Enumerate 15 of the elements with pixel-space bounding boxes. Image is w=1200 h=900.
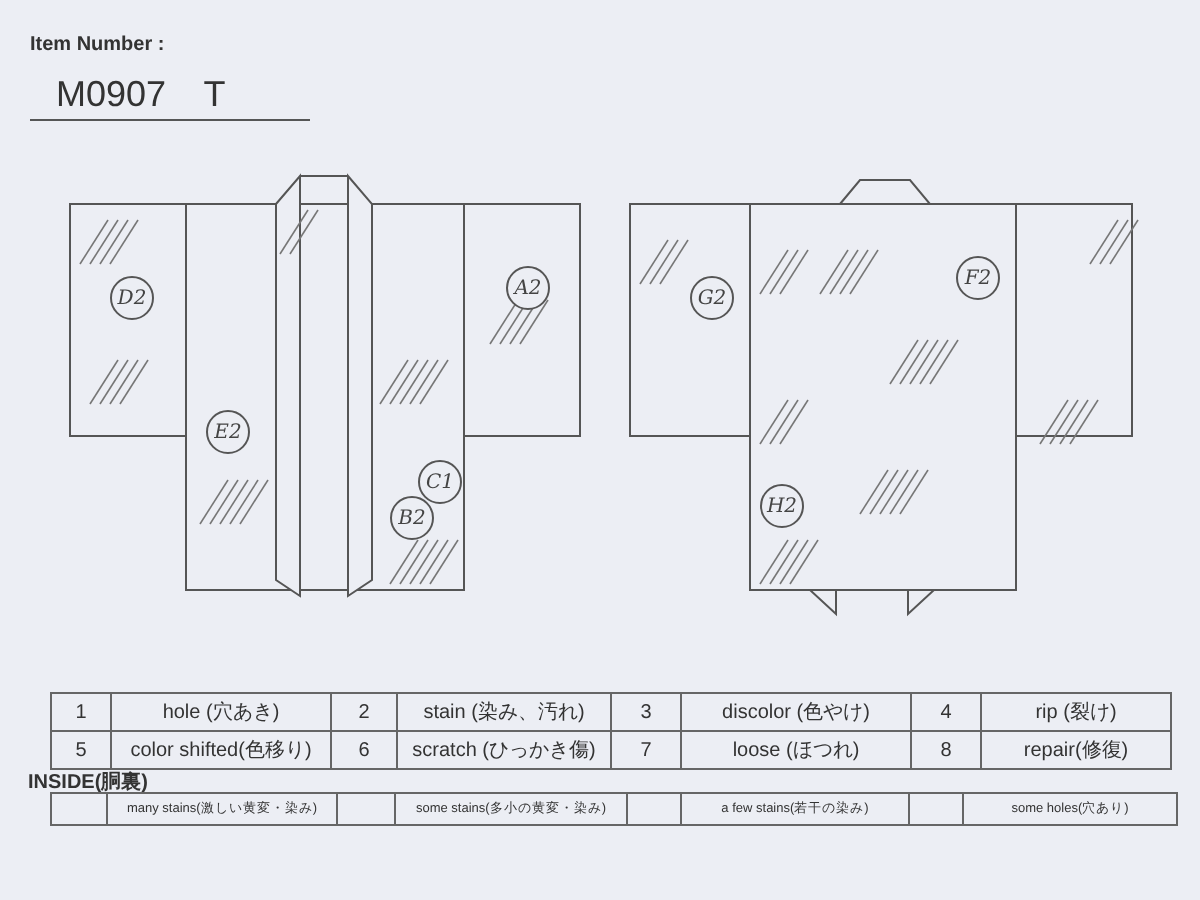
- field-label: Item Number :: [30, 34, 165, 56]
- callout-mark: D2: [110, 276, 154, 320]
- callout-mark: B2: [390, 496, 434, 540]
- callout-mark: C1: [418, 460, 462, 504]
- section-heading: INSIDE(胴裏): [28, 769, 148, 796]
- defect-number: 5: [50, 730, 112, 770]
- item-number: M0907 T: [56, 74, 226, 116]
- callout-mark: E2: [206, 410, 250, 454]
- callout-mark: F2: [956, 256, 1000, 300]
- defect-name: rip (裂け): [980, 692, 1172, 732]
- defect-number: 1: [50, 692, 112, 732]
- callout-mark: H2: [760, 484, 804, 528]
- callout-mark: G2: [690, 276, 734, 320]
- callout-mark: A2: [506, 266, 550, 310]
- defect-name: repair(修復): [980, 730, 1172, 770]
